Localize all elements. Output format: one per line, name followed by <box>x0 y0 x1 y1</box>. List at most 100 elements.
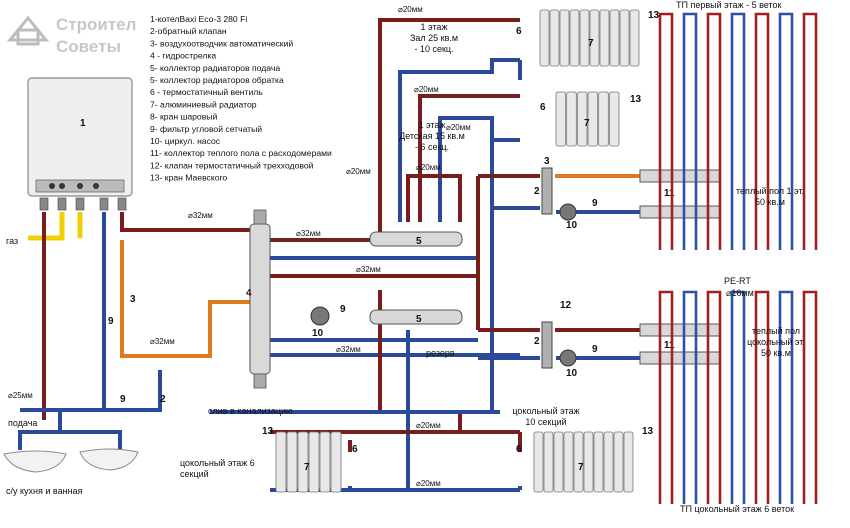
radiator-section <box>553 431 564 493</box>
radiator-section <box>619 9 630 67</box>
label-sink: с/у кухня и ванная <box>6 486 83 496</box>
radiator-section <box>613 431 624 493</box>
dim-32-4: ⌀32мм <box>150 337 175 346</box>
radiator-section <box>593 431 604 493</box>
fh-upper-pump-number: 10 <box>566 220 578 231</box>
radiator-section <box>569 9 580 67</box>
radiator-section <box>573 431 584 493</box>
watermark: Строител Советы <box>6 15 136 56</box>
check-cold-number: 2 <box>160 394 166 405</box>
legend-item: 7- алюминиевый радиатор <box>150 99 257 109</box>
radiator-section <box>599 9 610 67</box>
radiator-section <box>603 431 614 493</box>
floor-heating-loop <box>658 290 674 504</box>
radiator-section <box>629 9 640 67</box>
radiator-kids-number: 7 <box>584 118 590 129</box>
radiator-section <box>319 431 331 493</box>
fh-upper-equipment: 2 3 10 9 <box>534 156 598 231</box>
radiator-section <box>579 9 590 67</box>
collector-top-number: 5 <box>416 236 422 247</box>
fh-lower-pump-number: 10 <box>566 368 578 379</box>
radiator-section <box>539 9 550 67</box>
watermark-line2: Советы <box>56 37 121 56</box>
radiator-collector-bottom: 5 <box>369 309 463 325</box>
dim-top-3: ⌀20мм <box>446 123 471 132</box>
label-reserve: резерв <box>426 348 455 358</box>
fh-upper-vent-number: 3 <box>544 156 550 167</box>
radiator-basement-left <box>275 431 342 493</box>
dim-top-5: ⌀20мм <box>416 163 441 172</box>
radiator-section <box>576 91 588 147</box>
radiator-section <box>543 431 554 493</box>
separator-number: 4 <box>246 288 252 299</box>
dim-top-1: ⌀20мм <box>398 5 423 14</box>
legend-item: 2-обратный клапан <box>150 26 227 36</box>
floor-heating-loop <box>802 290 818 504</box>
fh-collector-top-number: 11 <box>664 188 675 199</box>
radiator-section <box>549 9 560 67</box>
radiator-section <box>275 431 287 493</box>
legend-item: 4 - гидрострелка <box>150 51 216 61</box>
dim-bot-1: ⌀20мм <box>416 421 441 430</box>
legend-item: 12- клапан термостатичный трехходовой <box>150 160 314 170</box>
floor-heating-loop <box>730 12 746 250</box>
fh-lower-equipment: 2 12 10 9 <box>534 300 598 379</box>
fh-upper-check-number: 2 <box>534 186 540 197</box>
radiator-section <box>608 91 620 147</box>
label-gas: газ <box>6 236 18 246</box>
legend-item: 5- коллектор радиаторов подача <box>150 63 280 73</box>
dim-32-5: ⌀32мм <box>336 345 361 354</box>
legend-item: 6 - термостатичный вентиль <box>150 87 263 97</box>
radiator-kids <box>555 91 620 147</box>
floor-heating-loop <box>802 12 818 250</box>
filter-boiler-number: 9 <box>108 316 114 327</box>
mayevsky-hall-number: 13 <box>648 10 660 21</box>
pipes <box>18 18 640 492</box>
sink-kitchen <box>3 450 67 473</box>
dim-32-2: ⌀32мм <box>296 229 321 238</box>
fh-lower-3way-number: 12 <box>560 300 572 311</box>
radiator-basement-left-number: 7 <box>304 462 310 473</box>
legend-item: 9- фильтр угловой сетчатый <box>150 124 262 134</box>
diameter-labels: ⌀20мм ⌀20мм ⌀20мм ⌀20мм ⌀20мм ⌀32мм ⌀32м… <box>8 5 471 488</box>
floor-heating-loop <box>754 12 770 250</box>
text-labels: газ подача с/у кухня и ванная слив в кан… <box>6 0 794 514</box>
label-tp-first: теплый пол 1 эт.50 кв.м <box>736 186 804 207</box>
radiator-basement-right <box>533 431 634 493</box>
label-supply: подача <box>8 418 37 428</box>
radiator-section <box>609 9 620 67</box>
boiler: 1 <box>27 77 133 197</box>
floor-heating-loops-lower <box>658 290 818 504</box>
radiator-section <box>308 431 320 493</box>
legend-item: 3- воздухоотводчик автоматический <box>150 38 293 48</box>
dim-32-1: ⌀32мм <box>188 211 213 220</box>
boiler-number: 1 <box>80 118 86 129</box>
valve-basement-right-number: 6 <box>516 444 522 455</box>
floor-heating-loops-upper <box>658 12 818 250</box>
floor-heating-loop <box>730 290 746 504</box>
fh-upper-filter-number: 9 <box>592 198 598 209</box>
pump-lower-number: 10 <box>312 328 324 339</box>
radiator-section <box>555 91 567 147</box>
dim-top-4: ⌀20мм <box>346 167 371 176</box>
sink-bathroom <box>79 448 139 471</box>
boiler-valves <box>39 197 127 211</box>
hydraulic-separator: 4 <box>246 209 271 389</box>
dim-top-2: ⌀20мм <box>414 85 439 94</box>
floor-heating-loop <box>778 290 794 504</box>
label-d16: ⌀16мм <box>726 288 754 298</box>
label-tp-base-title: ТП цокольный этаж 6 веток <box>680 504 794 514</box>
radiator-collector-top: 5 <box>369 231 463 247</box>
legend-item: 8- кран шаровый <box>150 112 217 122</box>
radiator-section <box>566 91 577 147</box>
mayevsky-kids-number: 13 <box>630 94 642 105</box>
watermark-line1: Строител <box>56 15 136 34</box>
collector-bottom-number: 5 <box>416 314 422 325</box>
vent-boiler-number: 3 <box>130 294 136 305</box>
